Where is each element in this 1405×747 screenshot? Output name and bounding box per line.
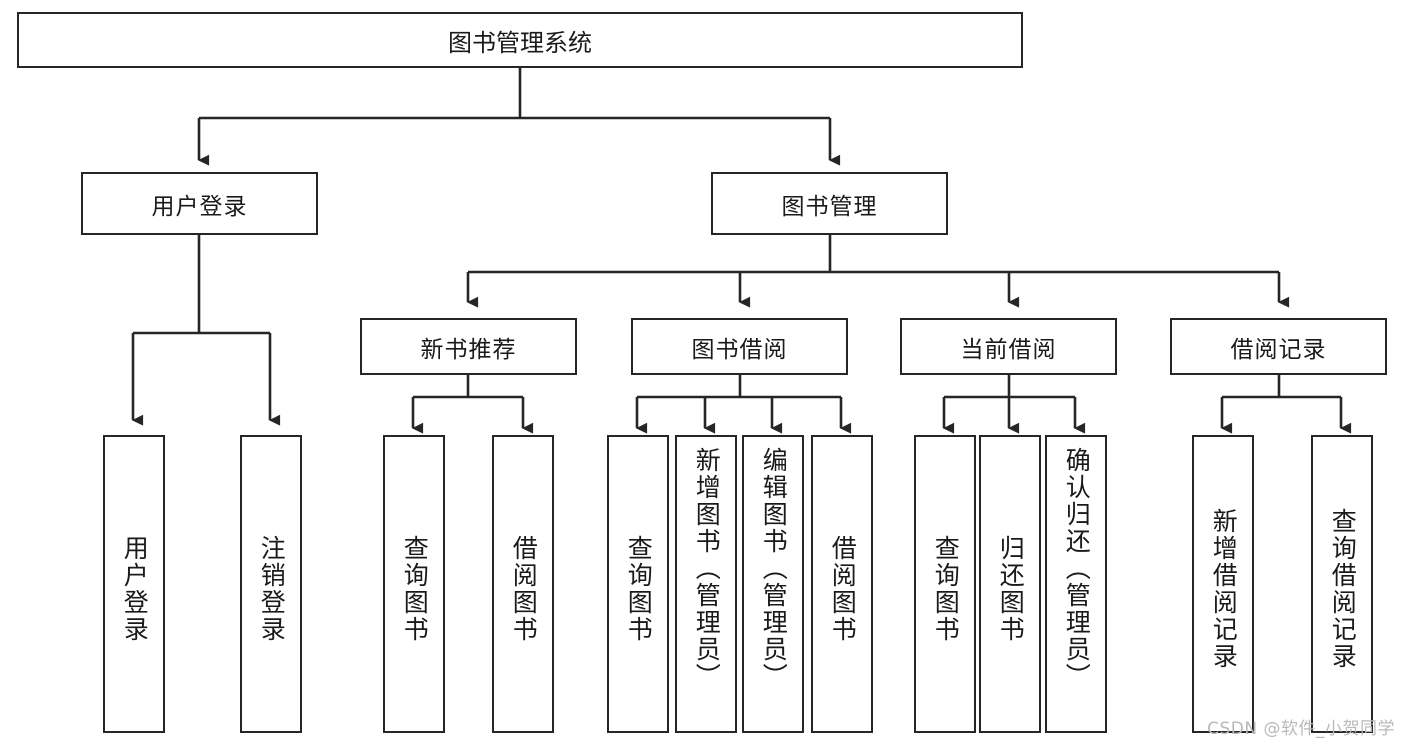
node-user-login[interactable]: 用户登录 <box>81 172 318 235</box>
leaf-label: 查询图书 <box>624 535 654 643</box>
node-book-management-label: 图书管理 <box>781 193 878 220</box>
leaf-label: 注销登录 <box>257 535 287 643</box>
leaf-label: 编辑图书（管理员） <box>759 447 789 690</box>
leaf-borrow-edit-book-admin[interactable]: 编辑图书（管理员） <box>742 435 804 733</box>
node-user-login-label: 用户登录 <box>151 193 248 220</box>
node-new-book-recommend[interactable]: 新书推荐 <box>360 318 577 375</box>
node-book-borrow-label: 图书借阅 <box>691 336 788 363</box>
node-book-management[interactable]: 图书管理 <box>711 172 948 235</box>
leaf-record-query-record[interactable]: 查询借阅记录 <box>1311 435 1373 733</box>
leaf-label: 归还图书 <box>996 535 1026 643</box>
leaf-current-confirm-return-admin[interactable]: 确认归还（管理员） <box>1045 435 1107 733</box>
node-root-label: 图书管理系统 <box>448 28 592 57</box>
leaf-label: 查询图书 <box>400 535 430 643</box>
leaf-borrow-add-book-admin[interactable]: 新增图书（管理员） <box>675 435 737 733</box>
leaf-label: 确认归还（管理员） <box>1062 447 1092 690</box>
leaf-current-return-book[interactable]: 归还图书 <box>979 435 1041 733</box>
leaf-user-login-login[interactable]: 用户登录 <box>103 435 165 733</box>
node-borrow-records[interactable]: 借阅记录 <box>1170 318 1387 375</box>
node-book-borrow[interactable]: 图书借阅 <box>631 318 848 375</box>
leaf-borrow-borrow-book[interactable]: 借阅图书 <box>811 435 873 733</box>
watermark-text: CSDN @软件_小贺同学 <box>1207 719 1395 739</box>
leaf-borrow-query-book[interactable]: 查询图书 <box>607 435 669 733</box>
leaf-new-book-query[interactable]: 查询图书 <box>383 435 445 733</box>
node-current-borrow[interactable]: 当前借阅 <box>900 318 1117 375</box>
node-root[interactable]: 图书管理系统 <box>17 12 1023 68</box>
leaf-label: 新增图书（管理员） <box>692 447 722 690</box>
leaf-label: 用户登录 <box>120 535 150 643</box>
leaf-user-login-logout[interactable]: 注销登录 <box>240 435 302 733</box>
leaf-new-book-borrow[interactable]: 借阅图书 <box>492 435 554 733</box>
leaf-label: 查询借阅记录 <box>1328 508 1358 670</box>
leaf-label: 借阅图书 <box>828 535 858 643</box>
leaf-label: 新增借阅记录 <box>1209 508 1239 670</box>
leaf-current-query-book[interactable]: 查询图书 <box>914 435 976 733</box>
leaf-label: 查询图书 <box>931 535 961 643</box>
node-borrow-records-label: 借阅记录 <box>1230 336 1327 363</box>
leaf-record-add-record[interactable]: 新增借阅记录 <box>1192 435 1254 733</box>
node-new-book-recommend-label: 新书推荐 <box>420 336 517 363</box>
node-current-borrow-label: 当前借阅 <box>960 336 1057 363</box>
leaf-label: 借阅图书 <box>509 535 539 643</box>
